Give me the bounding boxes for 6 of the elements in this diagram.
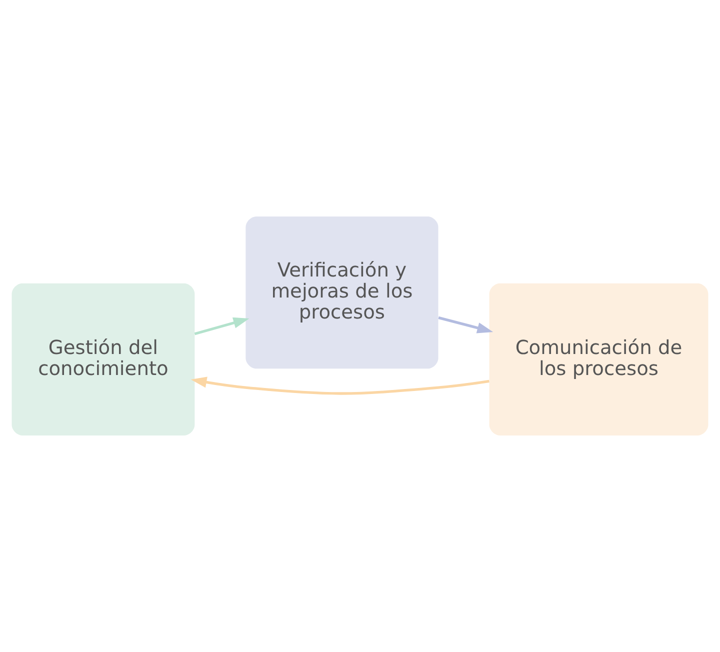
- arrow: [438, 316, 494, 334]
- node-box: Verificación y mejoras de los procesos: [246, 216, 438, 369]
- arrow: [194, 317, 250, 336]
- node-box: Comunicación de los procesos: [489, 283, 708, 436]
- arrow: [190, 376, 490, 395]
- node-box: Gestión del conocimiento: [12, 283, 195, 436]
